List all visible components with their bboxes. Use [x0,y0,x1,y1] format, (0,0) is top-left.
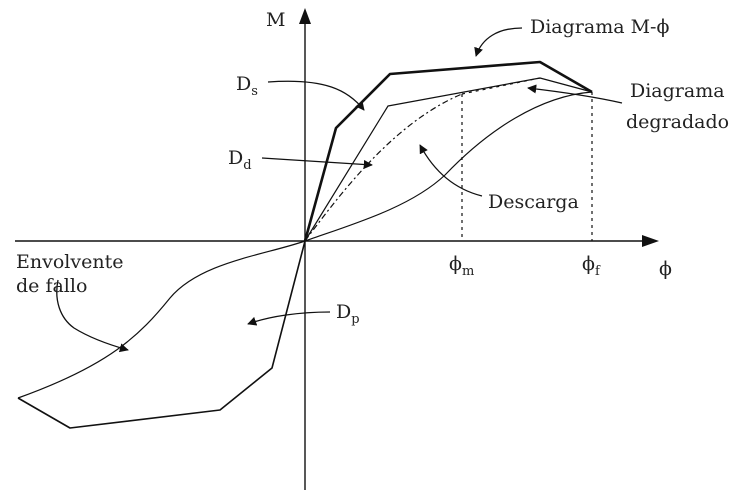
arrow-diagrama-degradado [527,84,623,104]
arrow-envolvente [56,279,129,353]
diagrama-m-phi-label: Diagrama M-ϕ [530,16,669,38]
envolvente-label-2: de fallo [16,275,87,297]
phi-f-label: ϕf [582,253,601,279]
descarga-label: Descarga [488,191,579,213]
arrow-ds [267,80,365,111]
phi-axis-arrowhead [642,235,659,247]
ds-label: Ds [236,73,258,99]
m-axis-arrowhead [299,8,311,24]
axis-phi-label: ϕ [659,258,672,280]
arrow-dp [247,311,331,326]
arrow-descarga [419,144,483,197]
diagrama-m-phi-curve [303,60,593,242]
arrow-diagrama-m-phi [474,27,523,57]
dd-label: Dd [228,147,252,173]
negative-branch-curve [17,240,306,429]
diagrama-degradado-curve [304,77,593,242]
diagrama-degradado-label-1: Diagrama [630,80,725,102]
envolvente-label-1: Envolvente [16,251,123,273]
phi-m-label: ϕm [449,253,474,279]
descarga-curve [304,93,463,242]
arrow-dd [261,157,373,170]
dp-label: Dp [336,301,360,327]
axis-m-label: M [266,9,285,31]
diagrama-degradado-label-2: degradado [626,111,729,133]
